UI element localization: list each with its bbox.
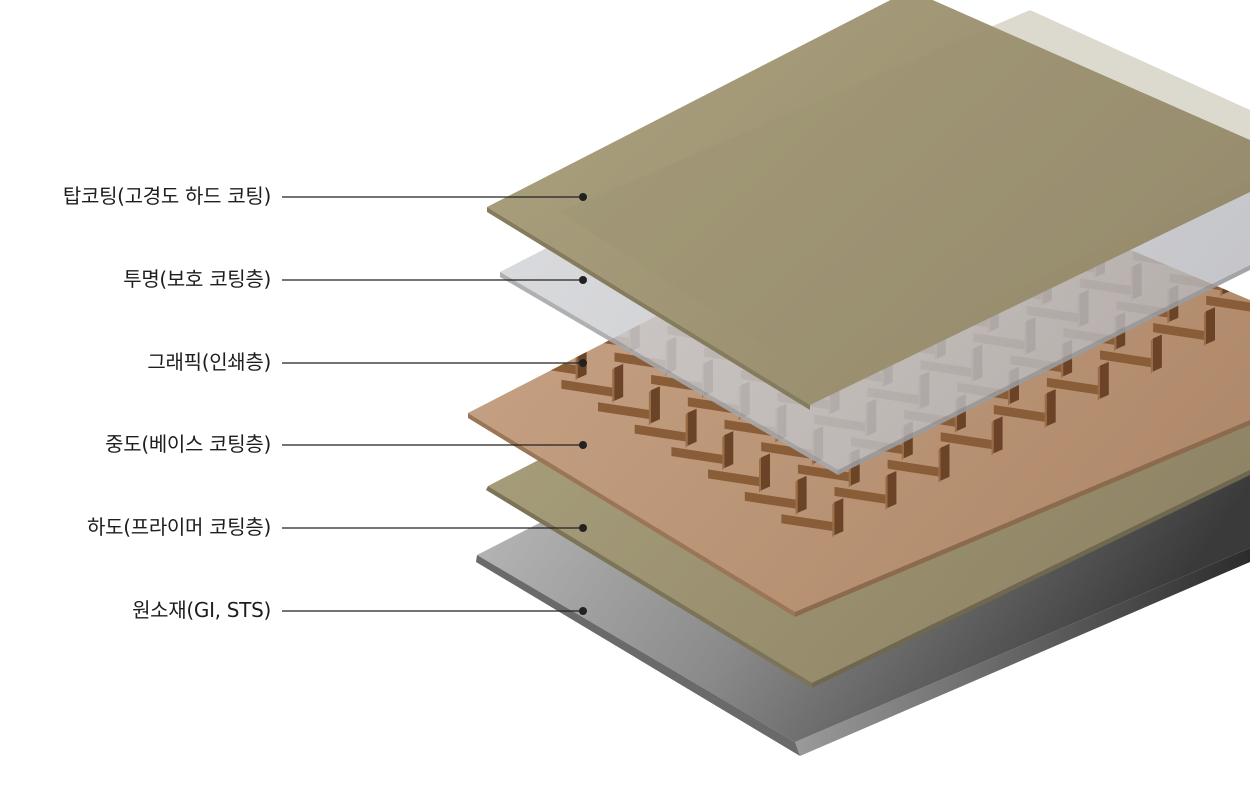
graphic-strip [940, 432, 994, 450]
graphic-fin [993, 416, 1003, 454]
graphic-strip [724, 419, 778, 437]
leader-line-4 [282, 524, 587, 532]
label-top-coating: 탑코팅(고경도 하드 코팅) [62, 184, 271, 208]
label-primer-coating: 하도(프라이머 코팅층) [87, 515, 271, 539]
graphic-fin [724, 431, 734, 469]
graphic-fin [540, 319, 550, 357]
graphic-fin-edge [1204, 311, 1206, 347]
graphic-fin [687, 408, 697, 446]
graphic-strip [708, 469, 761, 487]
graphic-fin-edge [1150, 338, 1153, 374]
graphic-fin-edge [885, 475, 888, 510]
graphic-fin-edge [1044, 393, 1047, 429]
graphic-fin [1046, 389, 1056, 427]
graphic-fin [1099, 361, 1109, 399]
leader-line-2 [282, 359, 587, 367]
graphic-strip [887, 459, 941, 477]
graphic-fin [614, 363, 624, 401]
label-graphic-layer: 그래픽(인쇄층) [147, 350, 271, 374]
graphic-strip [1206, 295, 1250, 313]
graphic-strip [634, 424, 688, 442]
graphic-strip [797, 464, 851, 482]
graphic-fin [1152, 334, 1162, 372]
label-clear-coating: 투명(보호 코팅층) [123, 267, 271, 291]
graphic-strip [561, 379, 615, 397]
graphic-strip [1046, 377, 1100, 395]
graphic-fin-edge [722, 435, 725, 471]
label-middle-coating: 중도(베이스 코팅층) [105, 432, 271, 456]
graphic-fin-edge [612, 367, 615, 403]
leader-line-5 [282, 607, 587, 615]
graphic-fin-edge [685, 412, 688, 448]
graphic-strip [1153, 323, 1206, 341]
label-base-material: 원소재(GI, STS) [132, 598, 271, 622]
graphic-strip [1100, 350, 1153, 368]
graphic-fin-edge [538, 323, 541, 359]
graphic-fin [834, 498, 844, 536]
graphic-fin [761, 453, 770, 491]
graphic-strip [761, 442, 815, 460]
graphic-fin-edge [648, 390, 651, 426]
graphic-strip [744, 491, 798, 509]
leader-line-3 [282, 441, 587, 449]
graphic-fin-edge [832, 502, 835, 538]
leader-line-1 [282, 276, 587, 284]
leader-line-0 [282, 193, 587, 201]
graphic-fin-edge [1097, 365, 1100, 401]
graphic-fin-edge [795, 479, 798, 515]
graphic-strip [834, 486, 888, 504]
graphic-fin-edge [991, 420, 994, 456]
graphic-fin-edge [938, 447, 941, 483]
top-coating-layer [487, 0, 1250, 410]
graphic-fin-edge [759, 457, 761, 493]
graphic-fin [797, 475, 807, 513]
graphic-strip [598, 402, 651, 420]
graphic-strip [671, 447, 725, 465]
graphic-fin [940, 443, 950, 481]
graphic-strip [993, 405, 1047, 423]
graphic-strip [781, 514, 835, 532]
graphic-strip [488, 335, 541, 353]
graphic-fin [1206, 307, 1215, 345]
graphic-fin [887, 471, 897, 508]
graphic-fin [650, 386, 660, 424]
